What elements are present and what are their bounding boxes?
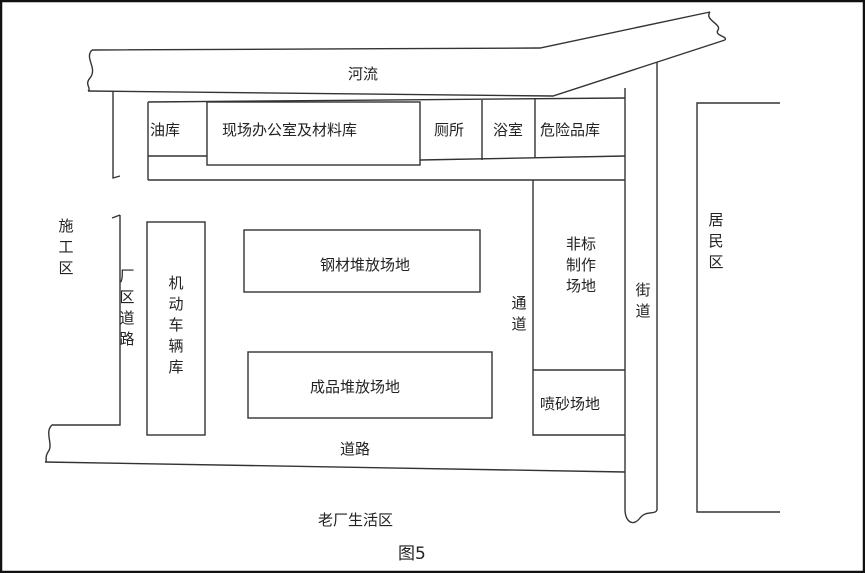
river-end-right [708,11,727,41]
plant-road-left [44,92,121,463]
bathroom-label: 浴室 [493,121,524,139]
residential-area-label: 居民区 [708,211,724,271]
oil-depot-label: 油库 [150,121,181,139]
river-label: 河流 [348,65,379,83]
river-end-left [87,49,94,92]
hazardous-store-label: 危险品库 [540,121,601,139]
river-bank-top [91,11,711,51]
street-label: 街道 [635,281,651,320]
sandblast-area-label: 喷砂场地 [540,395,601,413]
old-living-area-label: 老厂生活区 [318,511,394,529]
steel-yard-outline [243,229,481,293]
nonstandard-workshop-label: 非标制作场地 [565,235,596,295]
river-bank-bottom [87,39,726,97]
office-outline [206,101,421,166]
site-office-label: 现场办公室及材料库 [222,121,358,139]
construction-area-label: 施工区 [58,217,74,277]
passage-label: 通道 [511,294,527,333]
workshop-outline [532,180,625,436]
figure-caption: 图5 [398,544,426,564]
product-yard-outline [247,351,493,419]
road-label: 道路 [340,440,371,458]
road-bottom-line [44,461,626,473]
toilet-label: 厕所 [434,121,465,139]
vehicle-garage-outline [146,221,206,436]
product-yard-label: 成品堆放场地 [310,378,401,396]
vehicle-garage-label: 机动车辆库 [168,274,184,376]
steel-yard-label: 钢材堆放场地 [320,256,411,274]
residential-outline [696,102,780,513]
street-lines [624,62,658,524]
plant-road-label: 厂区道路 [119,267,135,348]
